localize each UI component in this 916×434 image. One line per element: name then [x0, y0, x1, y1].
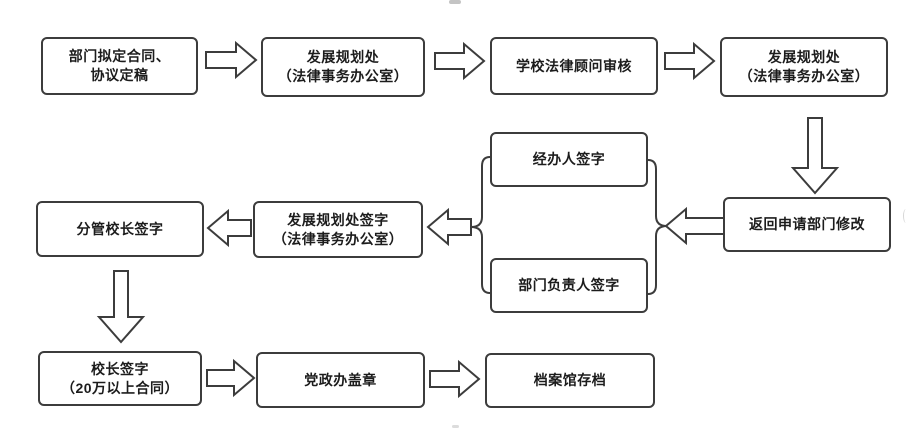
- node-label: 校长签字 （20万以上合同）: [60, 360, 180, 396]
- arrow-left-icon: [426, 207, 472, 247]
- node-label: 返回申请部门修改: [749, 216, 865, 232]
- node-label: 经办人签字: [532, 151, 606, 167]
- node-label: 发展规划处 （法律事务办公室）: [738, 49, 870, 84]
- arrow-right-icon: [664, 41, 716, 81]
- brace-right-icon: [647, 159, 668, 295]
- arrow-down-icon: [96, 270, 146, 344]
- node-return-for-revision: 返回申请部门修改: [723, 197, 891, 252]
- node-planning-office: 发展规划处 （法律事务办公室）: [261, 37, 425, 97]
- node-label: 发展规划处签字 （法律事务办公室）: [272, 211, 404, 247]
- node-label: 部门负责人签字: [518, 277, 620, 293]
- scan-artifact: [449, 0, 461, 4]
- node-handler-signature: 经办人签字: [490, 132, 648, 187]
- node-label: 党政办盖章: [304, 371, 377, 388]
- node-legal-counsel-review: 学校法律顾问审核: [490, 37, 658, 95]
- scan-artifact: [452, 425, 459, 428]
- node-dept-draft: 部门拟定合同、 协议定稿: [41, 37, 198, 95]
- node-label: 部门拟定合同、 协议定稿: [68, 48, 171, 83]
- arrow-down-icon: [790, 117, 840, 195]
- node-planning-office-sign: 发展规划处签字 （法律事务办公室）: [253, 201, 423, 258]
- brace-left-icon: [470, 156, 491, 294]
- node-president-signature: 校长签字 （20万以上合同）: [38, 351, 202, 406]
- node-label: 学校法律顾问审核: [516, 57, 632, 74]
- node-archive-storage: 档案馆存档: [485, 353, 655, 408]
- node-vice-president-sign: 分管校长签字: [36, 201, 204, 257]
- arrow-left-icon: [206, 208, 252, 248]
- node-label: 分管校长签字: [76, 220, 164, 237]
- node-dept-head-signature: 部门负责人签字: [490, 258, 648, 313]
- arrow-right-icon: [206, 358, 256, 398]
- arrow-right-icon: [434, 41, 486, 81]
- arrow-left-icon: [664, 206, 726, 246]
- node-label: 档案馆存档: [533, 372, 607, 388]
- scan-artifact: [903, 209, 909, 223]
- node-party-admin-seal: 党政办盖章: [256, 352, 425, 408]
- arrow-right-icon: [429, 359, 481, 399]
- node-label: 发展规划处 （法律事务办公室）: [277, 49, 409, 84]
- arrow-right-icon: [205, 40, 258, 80]
- node-planning-office-2: 发展规划处 （法律事务办公室）: [720, 37, 888, 97]
